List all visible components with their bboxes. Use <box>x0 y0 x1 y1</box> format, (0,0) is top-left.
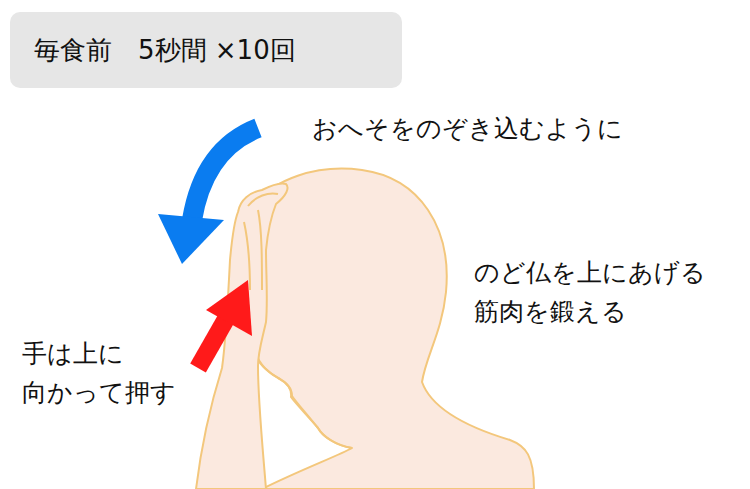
blue-arrow-shaft <box>192 128 258 220</box>
annotation-text: おへそをのぞき込むように <box>312 110 742 149</box>
annotation-text: のど仏を上にあげる 筋肉を鍛える <box>474 254 714 332</box>
info-box: 毎食前 5秒間 ×10回 <box>10 12 402 88</box>
annotation-text: 手は上に 向かって押す <box>22 335 187 413</box>
box-text: 毎食前 5秒間 ×10回 <box>34 33 296 68</box>
finger-lines <box>244 194 278 291</box>
blue-arrow-head <box>158 214 224 264</box>
face-profile <box>255 270 352 448</box>
red-arrow-head <box>206 280 252 336</box>
